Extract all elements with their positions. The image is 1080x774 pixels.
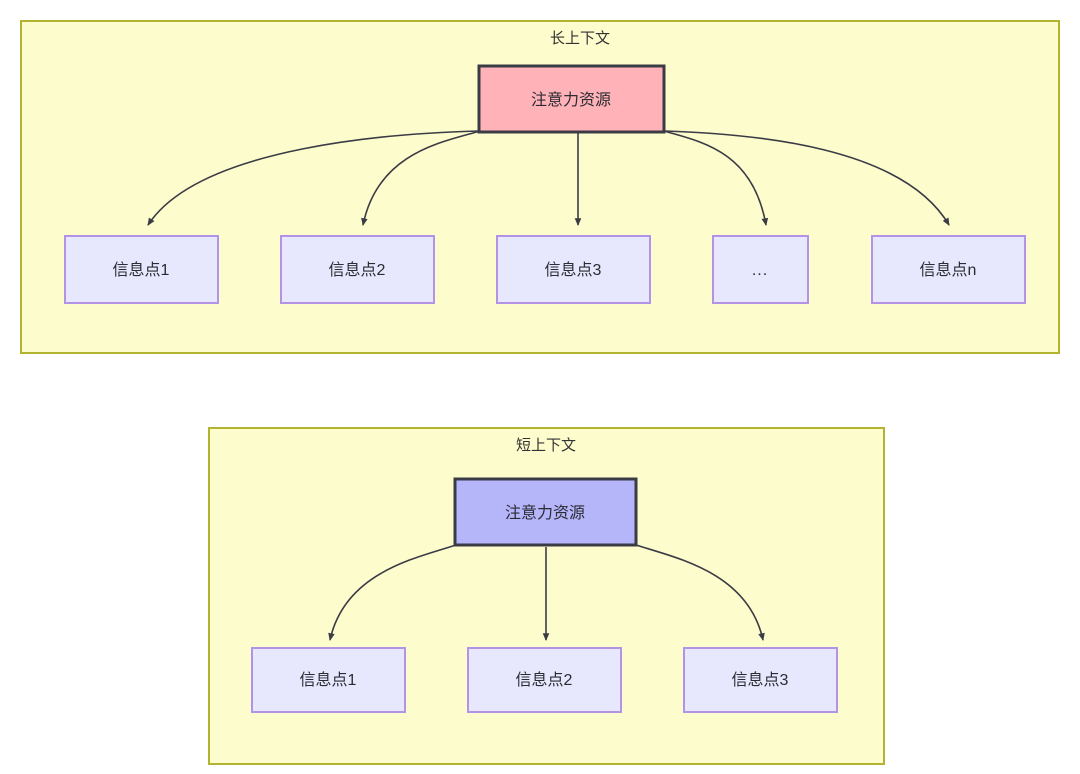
node-long-leaf-1-box [64,235,219,304]
node-short-leaf-2-box [467,647,622,713]
node-short-leaf-2[interactable]: 信息点2 [467,647,622,713]
panel-short-context: 短上下文 注意力资源 信息点1 信息点2 信息点3 [208,427,885,765]
edge-long-root-to-leaf-2 [361,130,481,226]
edge-long-root-to-leaf-5 [663,130,950,226]
node-long-leaf-1[interactable]: 信息点1 [64,235,219,304]
node-short-root[interactable]: 注意力资源 [453,477,638,547]
edge-long-root-to-leaf-1 [147,130,481,226]
node-long-leaf-3-box [496,235,651,304]
node-long-leaf-2-label: 信息点2 [329,261,386,279]
node-long-leaf-1-label: 信息点1 [113,261,170,279]
edge-short-root-to-leaf-3 [635,544,765,641]
node-long-leaf-n[interactable]: 信息点n [871,235,1026,304]
panel-long-context: 长上下文 注意力资源 信息点1 信息点2 信 [20,20,1060,354]
node-short-leaf-1-box [251,647,406,713]
node-long-leaf-n-box [871,235,1026,304]
edge-short-root-to-leaf-1 [328,544,457,641]
node-long-leaf-3[interactable]: 信息点3 [496,235,651,304]
edge-long-root-to-leaf-4 [663,130,769,226]
node-short-leaf-3-box [683,647,838,713]
node-short-leaf-1[interactable]: 信息点1 [251,647,406,713]
node-long-root[interactable]: 注意力资源 [477,64,666,134]
node-short-leaf-2-label: 信息点2 [516,671,573,689]
node-long-leaf-2[interactable]: 信息点2 [280,235,435,304]
node-long-leaf-ellipsis[interactable]: ... [712,235,809,304]
panel-long-context-title: 长上下文 [550,30,610,47]
node-long-leaf-3-label: 信息点3 [545,261,602,279]
node-short-leaf-3[interactable]: 信息点3 [683,647,838,713]
node-short-leaf-1-label: 信息点1 [300,671,357,689]
node-long-leaf-n-label: 信息点n [920,261,977,279]
node-long-root-label: 注意力资源 [531,90,611,109]
node-long-leaf-ellipsis-box [712,235,809,304]
node-long-leaf-2-box [280,235,435,304]
panel-short-context-title: 短上下文 [516,437,576,454]
node-short-root-label: 注意力资源 [505,503,585,522]
node-short-root-box [453,477,638,547]
node-long-leaf-ellipsis-label: ... [752,262,768,279]
node-short-leaf-3-label: 信息点3 [732,671,789,689]
node-long-root-box [477,64,666,134]
